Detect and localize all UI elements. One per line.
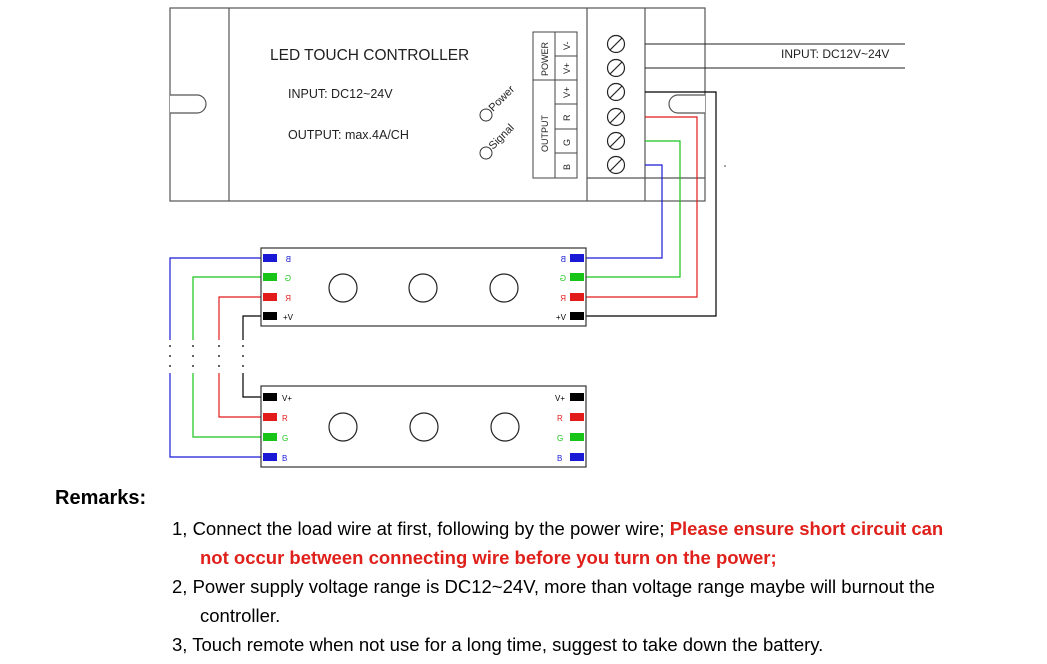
connector-r-icon xyxy=(570,293,584,301)
remark-1-text: 1, Connect the load wire at first, follo… xyxy=(172,518,670,539)
strip1-label-g-right: G xyxy=(560,274,566,283)
connector-g-icon xyxy=(570,273,584,281)
led-strip-2 xyxy=(260,385,587,468)
screw-terminal-icon xyxy=(606,155,626,175)
remark-1-warning-b: not occur between connecting wire before… xyxy=(200,547,771,568)
remark-1: 1, Connect the load wire at first, follo… xyxy=(172,514,1018,572)
connector-r-icon xyxy=(263,293,277,301)
remark-1-end: ; xyxy=(770,547,777,568)
power-group-label: POWER xyxy=(540,41,550,76)
screw-terminal-icon xyxy=(606,58,626,78)
connector-r-icon xyxy=(570,413,584,421)
controller-output-spec: OUTPUT: max.4A/CH xyxy=(288,128,409,142)
pin-label-r: R xyxy=(562,114,572,121)
connector-b-icon xyxy=(263,453,277,461)
strip2-label-g-right: G xyxy=(557,434,563,443)
wire-b xyxy=(585,164,663,259)
screw-terminal-icon xyxy=(606,82,626,102)
remark-2-text-a: 2, Power supply voltage range is DC12~24… xyxy=(172,576,935,597)
pin-label-b: B xyxy=(562,164,572,170)
led-icon xyxy=(489,273,519,303)
signal-led-icon xyxy=(479,146,493,160)
controller-title: LED TOUCH CONTROLLER xyxy=(270,47,469,64)
strip2-label-b-left: B xyxy=(282,454,287,463)
screw-terminals xyxy=(606,34,626,175)
strip1-label-b-right: B xyxy=(561,255,566,264)
screw-terminal-icon xyxy=(606,131,626,151)
continuation-dots xyxy=(169,345,244,367)
connector-v-icon xyxy=(263,312,277,320)
strip1-label-r-right: R xyxy=(560,294,566,303)
remark-2-text-b: controller. xyxy=(200,605,281,626)
connector-g-icon xyxy=(263,273,277,281)
strip1-label-r-left: R xyxy=(285,294,291,303)
pin-label-g: G xyxy=(562,139,572,146)
connector-r-icon xyxy=(263,413,277,421)
power-input-wires xyxy=(645,43,905,69)
remark-3: 3, Touch remote when not use for a long … xyxy=(172,634,824,655)
wiring-diagram: LED TOUCH CONTROLLER INPUT: DC12~24V OUT… xyxy=(169,7,905,468)
led-icon xyxy=(328,273,358,303)
pin-label-v-plus-output: V+ xyxy=(562,87,572,98)
power-input-label: INPUT: DC12V~24V xyxy=(781,47,889,61)
remark-2: 2, Power supply voltage range is DC12~24… xyxy=(172,572,1018,630)
output-wires xyxy=(585,91,717,317)
wire-v-plus xyxy=(585,91,717,317)
pin-label-v-minus: V- xyxy=(562,41,572,50)
led-icon xyxy=(490,412,520,442)
connector-v-icon xyxy=(263,393,277,401)
screw-terminal-icon xyxy=(606,34,626,54)
led-strip-1 xyxy=(260,247,587,327)
strip2-label-v-left: V+ xyxy=(282,394,292,403)
strip2-label-r-left: R xyxy=(282,414,288,423)
connector-v-icon xyxy=(570,393,584,401)
power-led-icon xyxy=(479,108,493,122)
strip2-label-r-right: R xyxy=(557,414,563,423)
screw-terminal-icon xyxy=(606,107,626,127)
controller-input-spec: INPUT: DC12~24V xyxy=(288,87,393,101)
led-icon xyxy=(409,412,439,442)
led-icon xyxy=(408,273,438,303)
cascade-wire-g xyxy=(192,276,262,340)
cascade-wire-v-plus xyxy=(242,315,262,340)
connector-b-icon xyxy=(570,453,584,461)
cascade-wires xyxy=(169,257,262,458)
strip1-label-v-right: V+ xyxy=(556,313,566,322)
output-group-label: OUTPUT xyxy=(540,115,550,153)
connector-g-icon xyxy=(570,433,584,441)
connector-v-icon xyxy=(570,312,584,320)
connector-b-icon xyxy=(263,254,277,262)
connector-b-icon xyxy=(570,254,584,262)
strip1-label-b-left: B xyxy=(286,255,291,264)
led-icon xyxy=(328,412,358,442)
strip2-label-v-right: V+ xyxy=(555,394,565,403)
remark-1-warning-a: Please ensure short circuit can xyxy=(669,518,944,539)
cascade-wire-r xyxy=(218,296,262,340)
wire-r xyxy=(585,116,698,298)
strip1-label-v-left: V+ xyxy=(283,313,293,322)
remarks-title: Remarks: xyxy=(55,487,147,509)
terminal-label-block xyxy=(532,31,578,179)
signal-led-label: Signal xyxy=(487,122,517,152)
power-led-label: Power xyxy=(487,83,518,114)
strip2-label-b-right: B xyxy=(557,454,562,463)
strip1-label-g-left: G xyxy=(285,274,291,283)
strip2-label-g-left: G xyxy=(282,434,288,443)
cascade-wire-b xyxy=(169,257,262,340)
pin-label-v-plus-power: V+ xyxy=(562,63,572,74)
wire-g xyxy=(585,140,681,278)
controller-housing xyxy=(169,7,706,202)
connector-g-icon xyxy=(263,433,277,441)
